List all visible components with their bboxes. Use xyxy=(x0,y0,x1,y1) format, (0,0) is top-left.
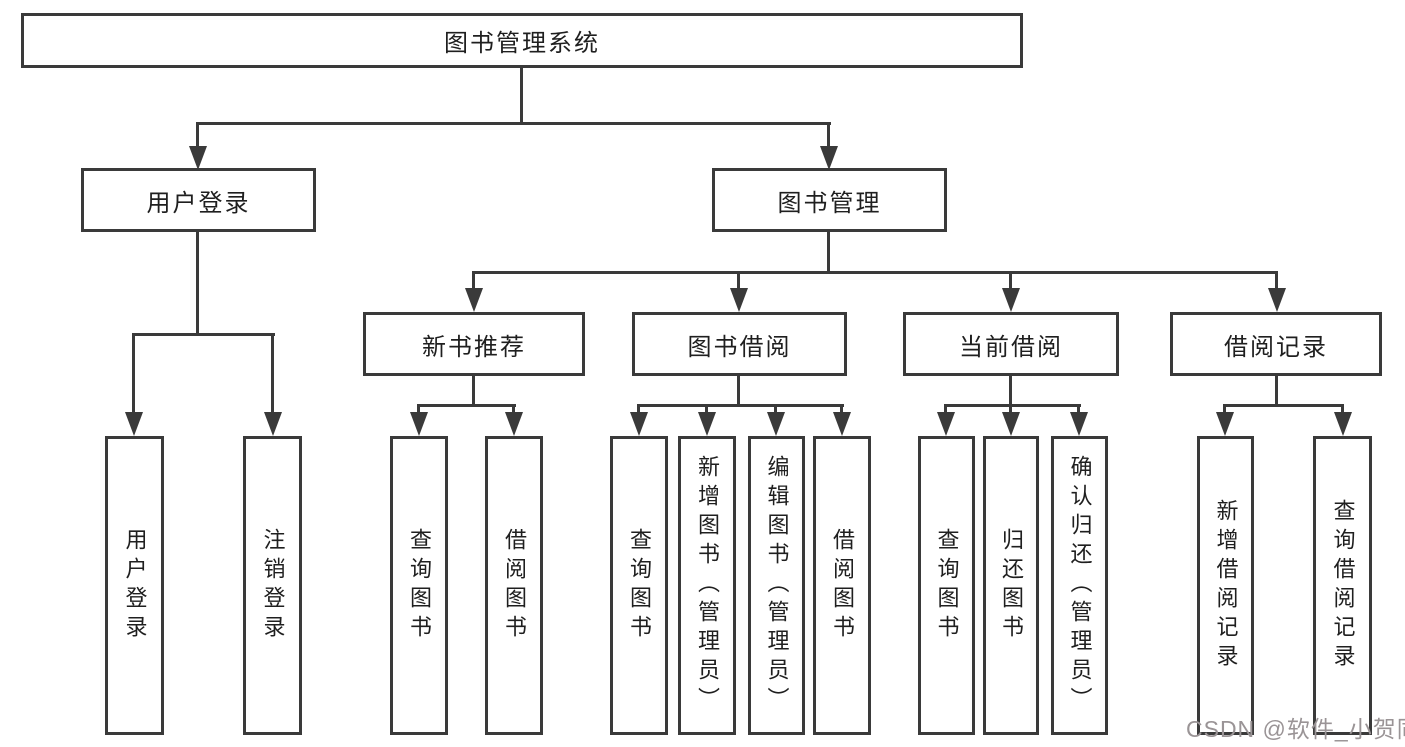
connector-stub xyxy=(1009,271,1012,290)
connector-stub xyxy=(1275,271,1278,290)
leaf-current-query: 查询图书 xyxy=(918,436,975,735)
connector-current-borrow-bus xyxy=(944,404,1081,407)
node-book-borrow-label: 图书借阅 xyxy=(687,333,792,361)
leaf-current-confirm-return-label: 确认归还（管理员） xyxy=(1067,455,1093,716)
node-current-borrow-label: 当前借阅 xyxy=(959,333,1063,361)
leaf-current-confirm-return: 确认归还（管理员） xyxy=(1051,436,1108,735)
connector-stub xyxy=(472,271,475,290)
arrow-down-icon xyxy=(1002,412,1020,436)
node-book-management-label: 图书管理 xyxy=(777,189,882,217)
leaf-borrow-borrow-label: 借阅图书 xyxy=(830,527,855,644)
leaf-borrow-borrow: 借阅图书 xyxy=(813,436,871,735)
leaf-borrow-query: 查询图书 xyxy=(610,436,668,735)
node-root-label: 图书管理系统 xyxy=(444,30,600,57)
watermark: CSDN @软件_小贺同学 xyxy=(1186,716,1405,742)
arrow-down-icon xyxy=(264,412,282,436)
connector-stub xyxy=(1009,404,1012,414)
connector-root-stem xyxy=(520,68,523,125)
leaf-borrow-edit: 编辑图书（管理员） xyxy=(748,436,805,735)
arrow-down-icon xyxy=(505,412,523,436)
connector-book-borrow-bus xyxy=(637,404,844,407)
node-new-book-recommend-label: 新书推荐 xyxy=(422,333,526,361)
arrow-down-icon xyxy=(1002,288,1020,312)
arrow-down-icon xyxy=(1268,288,1286,312)
connector-stub xyxy=(705,404,708,414)
leaf-record-query-label: 查询借阅记录 xyxy=(1330,498,1356,673)
leaf-borrow-query-label: 查询图书 xyxy=(627,527,652,644)
arrow-down-icon xyxy=(1070,412,1088,436)
connector-new-book-stem xyxy=(472,375,475,406)
arrow-down-icon xyxy=(1334,412,1352,436)
leaf-borrow-add: 新增图书（管理员） xyxy=(678,436,736,735)
leaf-current-query-label: 查询图书 xyxy=(934,527,960,644)
leaf-newbook-borrow-label: 借阅图书 xyxy=(502,527,527,644)
leaf-user-login-label: 用户登录 xyxy=(122,527,148,644)
connector-stub xyxy=(132,333,135,414)
node-new-book-recommend: 新书推荐 xyxy=(363,312,585,376)
arrow-down-icon xyxy=(1216,412,1234,436)
leaf-newbook-borrow: 借阅图书 xyxy=(485,436,543,735)
arrow-down-icon xyxy=(125,412,143,436)
node-borrow-record-label: 借阅记录 xyxy=(1224,333,1328,361)
connector-stub xyxy=(1223,404,1226,414)
node-user-login-label: 用户登录 xyxy=(146,189,251,217)
node-book-borrow: 图书借阅 xyxy=(632,312,847,376)
connector-stub xyxy=(417,404,420,414)
connector-stub xyxy=(840,404,843,414)
leaf-record-query: 查询借阅记录 xyxy=(1313,436,1372,735)
connector-stub xyxy=(271,333,274,414)
leaf-current-return-label: 归还图书 xyxy=(999,527,1024,644)
node-borrow-record: 借阅记录 xyxy=(1170,312,1382,376)
connector-book-mgmt-stem xyxy=(827,231,830,273)
connector-stub xyxy=(512,404,515,414)
connector-stub xyxy=(196,122,199,150)
connector-user-login-stem xyxy=(196,231,199,335)
arrow-down-icon xyxy=(189,146,207,170)
connector-stub xyxy=(1077,404,1080,414)
arrow-down-icon xyxy=(698,412,716,436)
connector-borrow-record-bus xyxy=(1223,404,1344,407)
connector-level2-bus xyxy=(196,122,831,125)
connector-book-borrow-stem xyxy=(737,375,740,406)
connector-stub xyxy=(774,404,777,414)
leaf-user-login: 用户登录 xyxy=(105,436,164,735)
node-root: 图书管理系统 xyxy=(21,13,1023,68)
connector-current-borrow-stem xyxy=(1009,375,1012,406)
leaf-logout-label: 注销登录 xyxy=(260,527,286,644)
arrow-down-icon xyxy=(833,412,851,436)
arrow-down-icon xyxy=(820,146,838,170)
leaf-newbook-query-label: 查询图书 xyxy=(407,527,432,644)
leaf-newbook-query: 查询图书 xyxy=(390,436,448,735)
connector-stub xyxy=(1341,404,1344,414)
leaf-borrow-add-label: 新增图书（管理员） xyxy=(695,455,720,716)
leaf-current-return: 归还图书 xyxy=(983,436,1039,735)
arrow-down-icon xyxy=(767,412,785,436)
connector-new-book-bus xyxy=(417,404,516,407)
node-current-borrow: 当前借阅 xyxy=(903,312,1119,376)
leaf-borrow-edit-label: 编辑图书（管理员） xyxy=(764,455,790,716)
arrow-down-icon xyxy=(465,288,483,312)
connector-user-login-bus xyxy=(132,333,275,336)
arrow-down-icon xyxy=(630,412,648,436)
arrow-down-icon xyxy=(937,412,955,436)
arrow-down-icon xyxy=(730,288,748,312)
connector-stub xyxy=(637,404,640,414)
node-book-management: 图书管理 xyxy=(712,168,947,232)
leaf-logout: 注销登录 xyxy=(243,436,302,735)
connector-level3-bus xyxy=(472,271,1278,274)
connector-stub xyxy=(737,271,740,290)
connector-stub xyxy=(827,122,830,150)
node-user-login: 用户登录 xyxy=(81,168,316,232)
connector-borrow-record-stem xyxy=(1275,375,1278,406)
arrow-down-icon xyxy=(410,412,428,436)
leaf-record-add: 新增借阅记录 xyxy=(1197,436,1254,735)
connector-stub xyxy=(944,404,947,414)
leaf-record-add-label: 新增借阅记录 xyxy=(1213,498,1239,673)
